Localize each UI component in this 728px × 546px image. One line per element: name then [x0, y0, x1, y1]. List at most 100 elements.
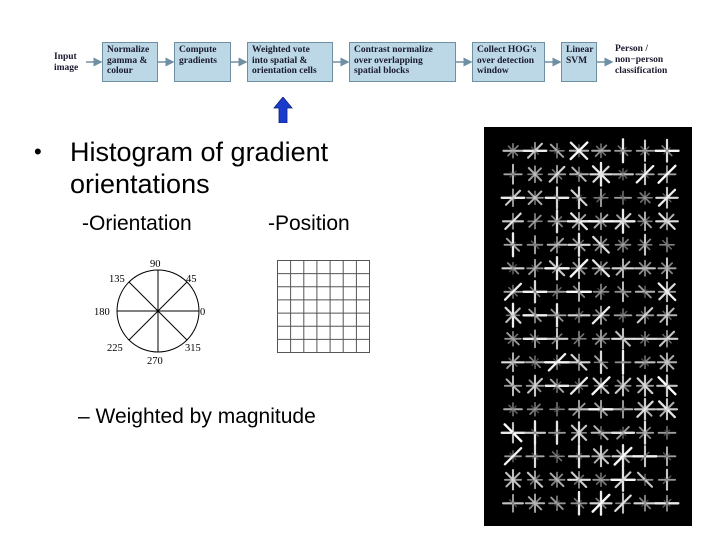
hog-glyph-stroke — [528, 261, 542, 276]
hog-glyph-stroke — [507, 333, 519, 344]
hog-glyph-stroke — [531, 335, 539, 343]
hog-glyph-stroke — [663, 147, 671, 155]
hog-glyph-stroke — [615, 260, 631, 276]
hog-glyph-stroke — [614, 377, 632, 394]
pipeline-step-label: Normalize gamma & colour — [107, 45, 150, 76]
hog-glyph-stroke — [551, 216, 563, 227]
hog-glyph-stroke — [663, 429, 671, 437]
hog-glyph-stroke — [505, 472, 521, 488]
hog-glyph-stroke — [659, 354, 675, 370]
hog-glyph-stroke — [527, 190, 543, 206]
hog-glyph-stroke — [620, 406, 626, 413]
hog-glyph-stroke — [532, 312, 538, 318]
hog-glyph-stroke — [507, 144, 519, 157]
hog-glyph-stroke — [638, 238, 652, 251]
hog-glyph-stroke — [659, 401, 675, 417]
hog-glyph-stroke — [613, 446, 633, 466]
orientation-compass-diagram: 90 45 0 315 270 225 180 135 — [94, 259, 205, 367]
hog-glyph-stroke — [548, 165, 566, 183]
hog-glyph-stroke — [528, 214, 542, 228]
hog-glyph-stroke — [594, 332, 608, 345]
hog-glyph-stroke — [640, 216, 650, 227]
hog-glyph-stroke — [618, 169, 628, 179]
hog-glyph-stroke — [635, 164, 655, 184]
hog-glyph-stroke — [641, 499, 649, 507]
hog-glyph-stroke — [553, 429, 561, 437]
hog-glyph-stroke — [552, 381, 562, 390]
hog-glyph-stroke — [509, 405, 517, 414]
hog-glyph-stroke — [575, 500, 583, 507]
hog-glyph-stroke — [642, 289, 648, 295]
position-grid-diagram — [277, 260, 370, 353]
hog-glyph-stroke — [658, 330, 676, 347]
pipeline-step-normalize: Normalize gamma & colour — [102, 42, 158, 82]
hog-glyph-stroke — [570, 424, 588, 441]
hog-glyph-stroke — [531, 453, 539, 460]
hog-glyph-stroke — [554, 453, 560, 460]
hog-glyph-stroke — [574, 310, 584, 320]
hog-glyph-stroke — [529, 474, 541, 485]
angle-label-315: 315 — [185, 343, 201, 354]
hog-glyph-stroke — [618, 310, 628, 320]
pipeline-step-label: Compute gradients — [179, 45, 217, 66]
angle-label-135: 135 — [109, 274, 125, 285]
hog-glyph-stroke — [594, 144, 608, 158]
hog-glyph-stroke — [573, 333, 585, 345]
pipeline-step-label: Collect HOG's over detection window — [477, 45, 537, 76]
hog-glyph-stroke — [639, 426, 651, 439]
hog-glyph-stroke — [550, 473, 564, 486]
hog-glyph-stroke — [528, 497, 542, 510]
weighted-by-magnitude-text: – Weighted by magnitude — [78, 405, 316, 428]
hog-glyph-stroke — [553, 500, 561, 507]
angle-label-45: 45 — [186, 274, 197, 285]
hog-glyph-stroke — [659, 213, 675, 229]
hog-glyph-stroke — [594, 238, 608, 252]
hog-glyph-stroke — [576, 289, 582, 295]
hog-glyph-stroke — [592, 165, 610, 183]
hog-glyph-stroke — [509, 170, 517, 178]
hog-glyph-stroke — [639, 356, 651, 368]
hog-glyph-stroke — [664, 242, 670, 247]
hog-glyph-stroke — [640, 146, 650, 156]
hog-glyph-stroke — [552, 287, 562, 297]
hog-glyph-stroke — [658, 283, 676, 301]
hog-glyph-stroke — [621, 195, 625, 200]
pipeline-step-label: Linear SVM — [566, 45, 594, 66]
angle-label-90: 90 — [150, 259, 161, 270]
pipeline-step-label: Weighted vote into spatial & orientation… — [252, 45, 317, 76]
hog-glyph-stroke — [503, 282, 523, 301]
hog-glyph-stroke — [510, 500, 516, 506]
bullet-marker: • — [34, 139, 42, 164]
hog-glyph-stroke — [591, 493, 611, 513]
hog-glyph-stroke — [636, 400, 654, 418]
hog-glyph-stroke — [529, 403, 541, 415]
hog-glyph-stroke — [551, 333, 563, 345]
hog-glyph-stroke — [575, 194, 583, 201]
hog-glyph-stroke — [591, 306, 611, 325]
hog-glyph-stroke — [591, 376, 611, 396]
hog-glyph-stroke — [551, 263, 563, 274]
hog-glyph-stroke — [576, 359, 582, 365]
hog-glyph-stroke — [531, 358, 539, 367]
pipeline-step-gradients: Compute gradients — [174, 42, 231, 82]
angle-label-270: 270 — [147, 356, 163, 367]
hog-glyph-stroke — [553, 147, 561, 154]
pipeline-step-collect-hog: Collect HOG's over detection window — [472, 42, 545, 82]
hog-glyph-stroke — [614, 471, 632, 489]
pipeline-step-weighted-vote: Weighted vote into spatial & orientation… — [247, 42, 333, 82]
hog-glyph-stroke — [505, 307, 521, 324]
hog-glyph-stroke — [620, 360, 626, 365]
hog-glyph-stroke — [597, 429, 605, 436]
hog-glyph-stroke — [639, 192, 651, 203]
orientation-label: -Orientation — [82, 212, 192, 235]
angle-label-180: 180 — [94, 307, 110, 318]
hog-glyph-stroke — [569, 258, 589, 278]
hog-glyph-stroke — [663, 453, 671, 460]
hog-glyph-stroke — [504, 189, 522, 206]
up-arrow-icon — [273, 97, 293, 123]
hog-glyph-stroke — [573, 474, 585, 485]
hog-visualization-image — [484, 127, 692, 526]
hog-glyph-stroke — [511, 383, 515, 388]
hog-glyph-stroke — [532, 430, 538, 436]
hog-glyph-stroke — [572, 402, 586, 416]
